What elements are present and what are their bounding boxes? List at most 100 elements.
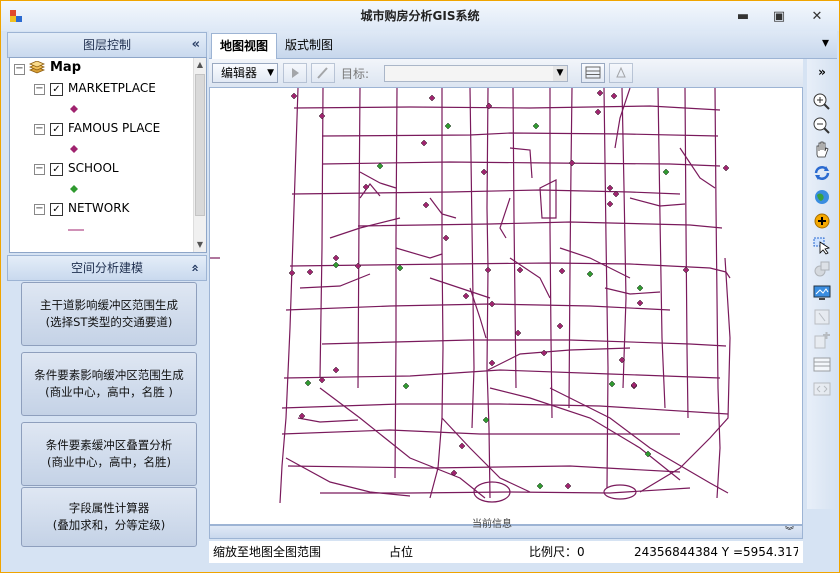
- marketplace-point: [422, 201, 430, 209]
- tree-expander-map[interactable]: −: [14, 63, 25, 75]
- scroll-down-icon[interactable]: ▼: [196, 240, 204, 249]
- marketplace-point: [318, 112, 326, 120]
- point-symbol-icon: [70, 105, 78, 113]
- field-calculator-button[interactable]: 字段属性计算器 (叠加求和，分等定级): [21, 487, 197, 547]
- edit-tool-button[interactable]: [283, 63, 307, 83]
- marketplace-point: [290, 92, 298, 100]
- marketplace-point: [540, 349, 548, 357]
- chevron-down-icon: ▼: [267, 68, 274, 78]
- layer-tree-scrollbar[interactable]: ▲ ▼: [193, 58, 206, 252]
- restore-button[interactable]: ▣: [772, 9, 786, 24]
- app-icon: [10, 10, 22, 22]
- school-point: [304, 379, 312, 387]
- sketch-properties-button[interactable]: [609, 63, 633, 83]
- city-network-map[interactable]: [210, 88, 803, 525]
- marketplace-point: [362, 183, 370, 191]
- scroll-thumb[interactable]: [195, 74, 205, 216]
- editor-label: 编辑器: [221, 66, 258, 80]
- line-symbol-icon: [68, 229, 84, 231]
- chevron-down-icon[interactable]: ▼: [553, 66, 567, 81]
- button-label: 主干道影响缓冲区范围生成: [40, 298, 178, 312]
- monitor-icon[interactable]: [811, 283, 833, 303]
- tree-expander-layer[interactable]: −: [34, 203, 45, 215]
- marketplace-point: [442, 234, 450, 242]
- pan-hand-icon[interactable]: [811, 139, 833, 159]
- identify-icon[interactable]: [811, 259, 833, 279]
- marketplace-point: [428, 94, 436, 102]
- tree-expander-layer[interactable]: −: [34, 123, 45, 135]
- marketplace-point: [516, 266, 524, 274]
- school-point: [376, 162, 384, 170]
- title-bar[interactable]: 城市购房分析GIS系统 ▬ ▣ ✕: [1, 1, 839, 31]
- button-sublabel: (叠加求和，分等定级): [52, 518, 166, 532]
- status-message: 缩放至地图全图范围: [213, 545, 322, 559]
- map-canvas[interactable]: [209, 87, 803, 525]
- point-symbol-icon: [70, 145, 78, 153]
- globe-icon[interactable]: [811, 187, 833, 207]
- tree-expander-layer[interactable]: −: [34, 83, 45, 95]
- marketplace-point: [558, 267, 566, 275]
- info-panel-header[interactable]: 当前信息 ︾: [209, 519, 803, 539]
- close-button[interactable]: ✕: [811, 9, 823, 24]
- layer-name[interactable]: SCHOOL: [68, 161, 119, 175]
- table-icon[interactable]: [811, 355, 833, 375]
- fixed-zoom-icon[interactable]: [811, 379, 833, 399]
- layer-tree[interactable]: − Map − ✓ MARKETPLACE − ✓ FAMOUS PLACE −…: [9, 57, 207, 253]
- school-point: [586, 270, 594, 278]
- select-arrow-icon[interactable]: [811, 235, 833, 255]
- school-point: [532, 122, 540, 130]
- button-label: 条件要素缓冲区叠置分析: [45, 438, 173, 452]
- add-data-icon[interactable]: [811, 331, 833, 351]
- layer-visibility-checkbox[interactable]: ✓: [50, 83, 63, 96]
- map-tools-strip: »: [807, 59, 837, 509]
- expand-tools-button[interactable]: »: [818, 65, 826, 79]
- measure-icon[interactable]: [811, 307, 833, 327]
- marketplace-point: [630, 381, 638, 389]
- refresh-icon[interactable]: [811, 163, 833, 183]
- feature-buffer-button[interactable]: 条件要素影响缓冲区范围生成 (商业中心，高中，名胜 ): [21, 352, 197, 416]
- status-coords: 24356844384 Y =5954.3176: [634, 545, 798, 559]
- buffer-overlay-button[interactable]: 条件要素缓冲区叠置分析 (商业中心，高中，名胜): [21, 422, 197, 486]
- editor-menu-button[interactable]: 编辑器 ▼: [212, 63, 278, 83]
- button-label: 条件要素影响缓冲区范围生成: [34, 368, 184, 382]
- layer-visibility-checkbox[interactable]: ✓: [50, 203, 63, 216]
- marketplace-point: [354, 262, 362, 270]
- scroll-up-icon[interactable]: ▲: [196, 60, 204, 69]
- view-tabs: 地图视图 版式制图 ▾: [209, 31, 837, 59]
- tab-map-view[interactable]: 地图视图: [211, 33, 278, 59]
- zoom-out-icon[interactable]: [811, 115, 833, 135]
- zoom-in-icon[interactable]: [811, 91, 833, 111]
- point-symbol-icon: [70, 185, 78, 193]
- status-placeholder: 占位: [389, 545, 414, 559]
- tab-layout-view[interactable]: 版式制图: [285, 38, 334, 52]
- collapse-analysis-panel-button[interactable]: »: [187, 263, 203, 273]
- attributes-button[interactable]: [581, 63, 605, 83]
- school-point: [402, 382, 410, 390]
- marketplace-point: [636, 299, 644, 307]
- target-select[interactable]: ▼: [384, 65, 568, 82]
- school-point: [536, 482, 544, 490]
- chevron-down-icon[interactable]: ︾: [784, 527, 794, 537]
- layer-name[interactable]: FAMOUS PLACE: [68, 121, 161, 135]
- window-title: 城市购房分析GIS系统: [360, 9, 480, 23]
- tab-list-dropdown-icon[interactable]: ▾: [821, 35, 829, 51]
- layer-visibility-checkbox[interactable]: ✓: [50, 163, 63, 176]
- road-buffer-button[interactable]: 主干道影响缓冲区范围生成 (选择ST类型的交通要道): [21, 282, 197, 346]
- tree-expander-layer[interactable]: −: [34, 163, 45, 175]
- marketplace-point: [332, 366, 340, 374]
- school-point: [482, 416, 490, 424]
- sketch-tool-button[interactable]: [311, 63, 335, 83]
- marketplace-point: [568, 159, 576, 167]
- layer-visibility-checkbox[interactable]: ✓: [50, 123, 63, 136]
- collapse-layer-panel-button[interactable]: «: [191, 37, 200, 52]
- marketplace-point: [564, 482, 572, 490]
- layer-name[interactable]: NETWORK: [68, 201, 130, 215]
- marketplace-point: [488, 300, 496, 308]
- school-point: [644, 450, 652, 458]
- marketplace-point: [288, 269, 296, 277]
- tree-root-label[interactable]: Map: [50, 60, 82, 75]
- layer-name[interactable]: MARKETPLACE: [68, 81, 156, 95]
- add-point-icon[interactable]: [811, 211, 833, 231]
- minimize-button[interactable]: ▬: [736, 9, 750, 24]
- marketplace-point: [480, 168, 488, 176]
